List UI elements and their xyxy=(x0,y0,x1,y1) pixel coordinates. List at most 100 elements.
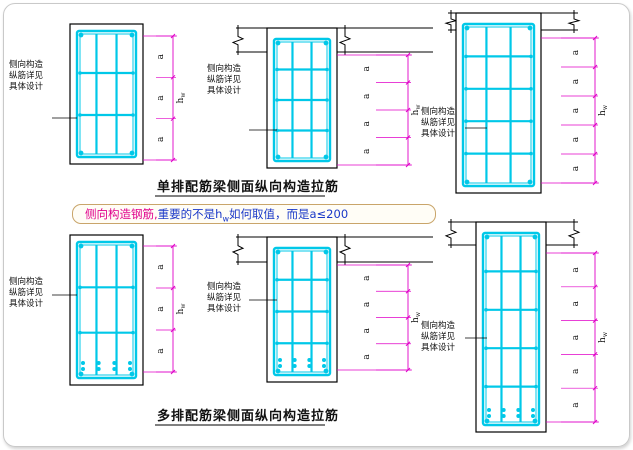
slab-break-mark-1 xyxy=(567,219,581,248)
spacing-label-a: a xyxy=(362,327,372,333)
height-label-h: h xyxy=(411,109,421,115)
outer-stirrup-inner-edge xyxy=(79,33,134,155)
corner-bar-0 xyxy=(484,234,490,240)
corner-bar-0 xyxy=(78,32,84,38)
corner-bar-2 xyxy=(275,154,281,160)
bottom-bar-row0-2 xyxy=(307,364,312,368)
height-label-w: w xyxy=(415,104,422,110)
bottom-bar-row1-2 xyxy=(516,408,521,412)
beam-outline xyxy=(266,236,338,383)
side-bar-dot-left-1 xyxy=(275,277,279,282)
side-bar-dot-left-1 xyxy=(464,54,468,59)
side-bar-dot-right-4 xyxy=(534,384,538,389)
side-bar-dot-right-3 xyxy=(325,128,329,133)
note-multi-slab: 侧向构造 纵筋详见 具体设计 xyxy=(207,282,242,314)
side-bar-dot-left-2 xyxy=(464,87,468,91)
side-bar-dot-left-2 xyxy=(78,113,82,117)
spacing-tick-slash-1 xyxy=(170,285,176,291)
spacing-label-a: a xyxy=(571,334,581,340)
spacing-tick-slash-1 xyxy=(170,74,176,80)
corner-bar-1 xyxy=(323,249,329,255)
spacing-tick-slash-4 xyxy=(592,151,598,157)
spacing-label-a: a xyxy=(156,348,166,354)
spacing-label-a: a xyxy=(362,354,372,360)
bottom-bar-row0-0 xyxy=(81,367,85,371)
spacing-tick-slash-0 xyxy=(170,33,176,39)
side-bar-dot-left-1 xyxy=(78,285,82,290)
bottom-bar-row0-3 xyxy=(128,367,132,371)
beam-outline xyxy=(455,12,542,194)
height-label-hw: hw xyxy=(411,104,422,116)
bottom-bar-row0-1 xyxy=(501,414,506,418)
side-bar-dot-left-4 xyxy=(464,151,468,156)
side-bar-dot-left-3 xyxy=(484,346,488,351)
side-bar-dot-left-1 xyxy=(275,67,279,72)
caption-multi-row: 多排配筋梁侧面纵向构造拉筋 xyxy=(157,409,340,424)
spacing-label-a: a xyxy=(156,136,166,142)
height-label-hw: hw xyxy=(411,311,422,323)
spacing-label-a: a xyxy=(571,402,581,408)
spacing-tick-slash-0 xyxy=(592,35,598,41)
spacing-label-a: a xyxy=(362,301,372,307)
spacing-label-a: a xyxy=(571,267,581,273)
spacing-tick-slash-2 xyxy=(170,327,176,333)
height-label-h: h xyxy=(598,110,608,116)
bottom-bar-row0-2 xyxy=(516,414,521,418)
bottom-bar-row1-1 xyxy=(292,358,297,362)
spacing-tick-slash-0 xyxy=(170,243,176,249)
side-bar-dot-right-3 xyxy=(529,119,533,123)
beam-outline xyxy=(475,221,547,433)
side-bar-dot-right-2 xyxy=(534,308,538,312)
corner-bar-3 xyxy=(323,368,329,374)
corner-bar-2 xyxy=(275,368,281,374)
spacing-label-a: a xyxy=(571,107,581,113)
banner-subscript: w xyxy=(222,214,229,224)
outer-stirrup-inner-edge xyxy=(79,244,134,376)
bottom-bar-row1-0 xyxy=(81,361,85,365)
spacing-label-a: a xyxy=(362,148,372,154)
corner-bar-0 xyxy=(78,243,84,249)
spacing-label-a: a xyxy=(156,95,166,101)
spacing-tick-slash-3 xyxy=(592,122,598,128)
height-label-w: w xyxy=(602,104,609,110)
bottom-bar-row1-1 xyxy=(501,408,506,412)
side-bar-dot-right-2 xyxy=(325,98,329,102)
spacing-label-a: a xyxy=(571,136,581,142)
spacing-tick-slash-2 xyxy=(405,315,411,320)
slab-break-mark-1 xyxy=(567,10,581,33)
outer-stirrup xyxy=(272,37,332,163)
corner-bar-3 xyxy=(129,150,135,156)
corner-bar-3 xyxy=(323,154,329,160)
corner-bar-2 xyxy=(484,418,490,424)
spacing-tick-slash-3 xyxy=(592,352,598,357)
bottom-bar-row1-3 xyxy=(128,361,132,365)
spacing-tick-slash-4 xyxy=(592,385,598,391)
outer-stirrup-inner-edge xyxy=(485,235,537,423)
height-label-w: w xyxy=(180,92,187,98)
height-label-hw: hw xyxy=(598,104,609,116)
height-label-w: w xyxy=(180,303,187,309)
corner-bar-0 xyxy=(275,249,281,255)
spacing-tick-slash-4 xyxy=(405,367,411,373)
figure-frame xyxy=(3,3,630,447)
beam-outline xyxy=(69,234,144,386)
spacing-label-a: a xyxy=(571,368,581,374)
bottom-bar-row1-0 xyxy=(487,408,491,412)
side-bar-dot-left-3 xyxy=(275,128,279,133)
height-label-w: w xyxy=(415,311,422,317)
side-bar-dot-right-1 xyxy=(325,277,329,282)
corner-bar-3 xyxy=(527,179,533,185)
side-bar-dot-left-3 xyxy=(275,341,279,346)
spacing-tick-slash-5 xyxy=(592,419,598,425)
spacing-tick-slash-3 xyxy=(405,135,411,140)
side-bar-dot-right-1 xyxy=(534,269,538,274)
side-bar-dot-right-3 xyxy=(534,346,538,351)
